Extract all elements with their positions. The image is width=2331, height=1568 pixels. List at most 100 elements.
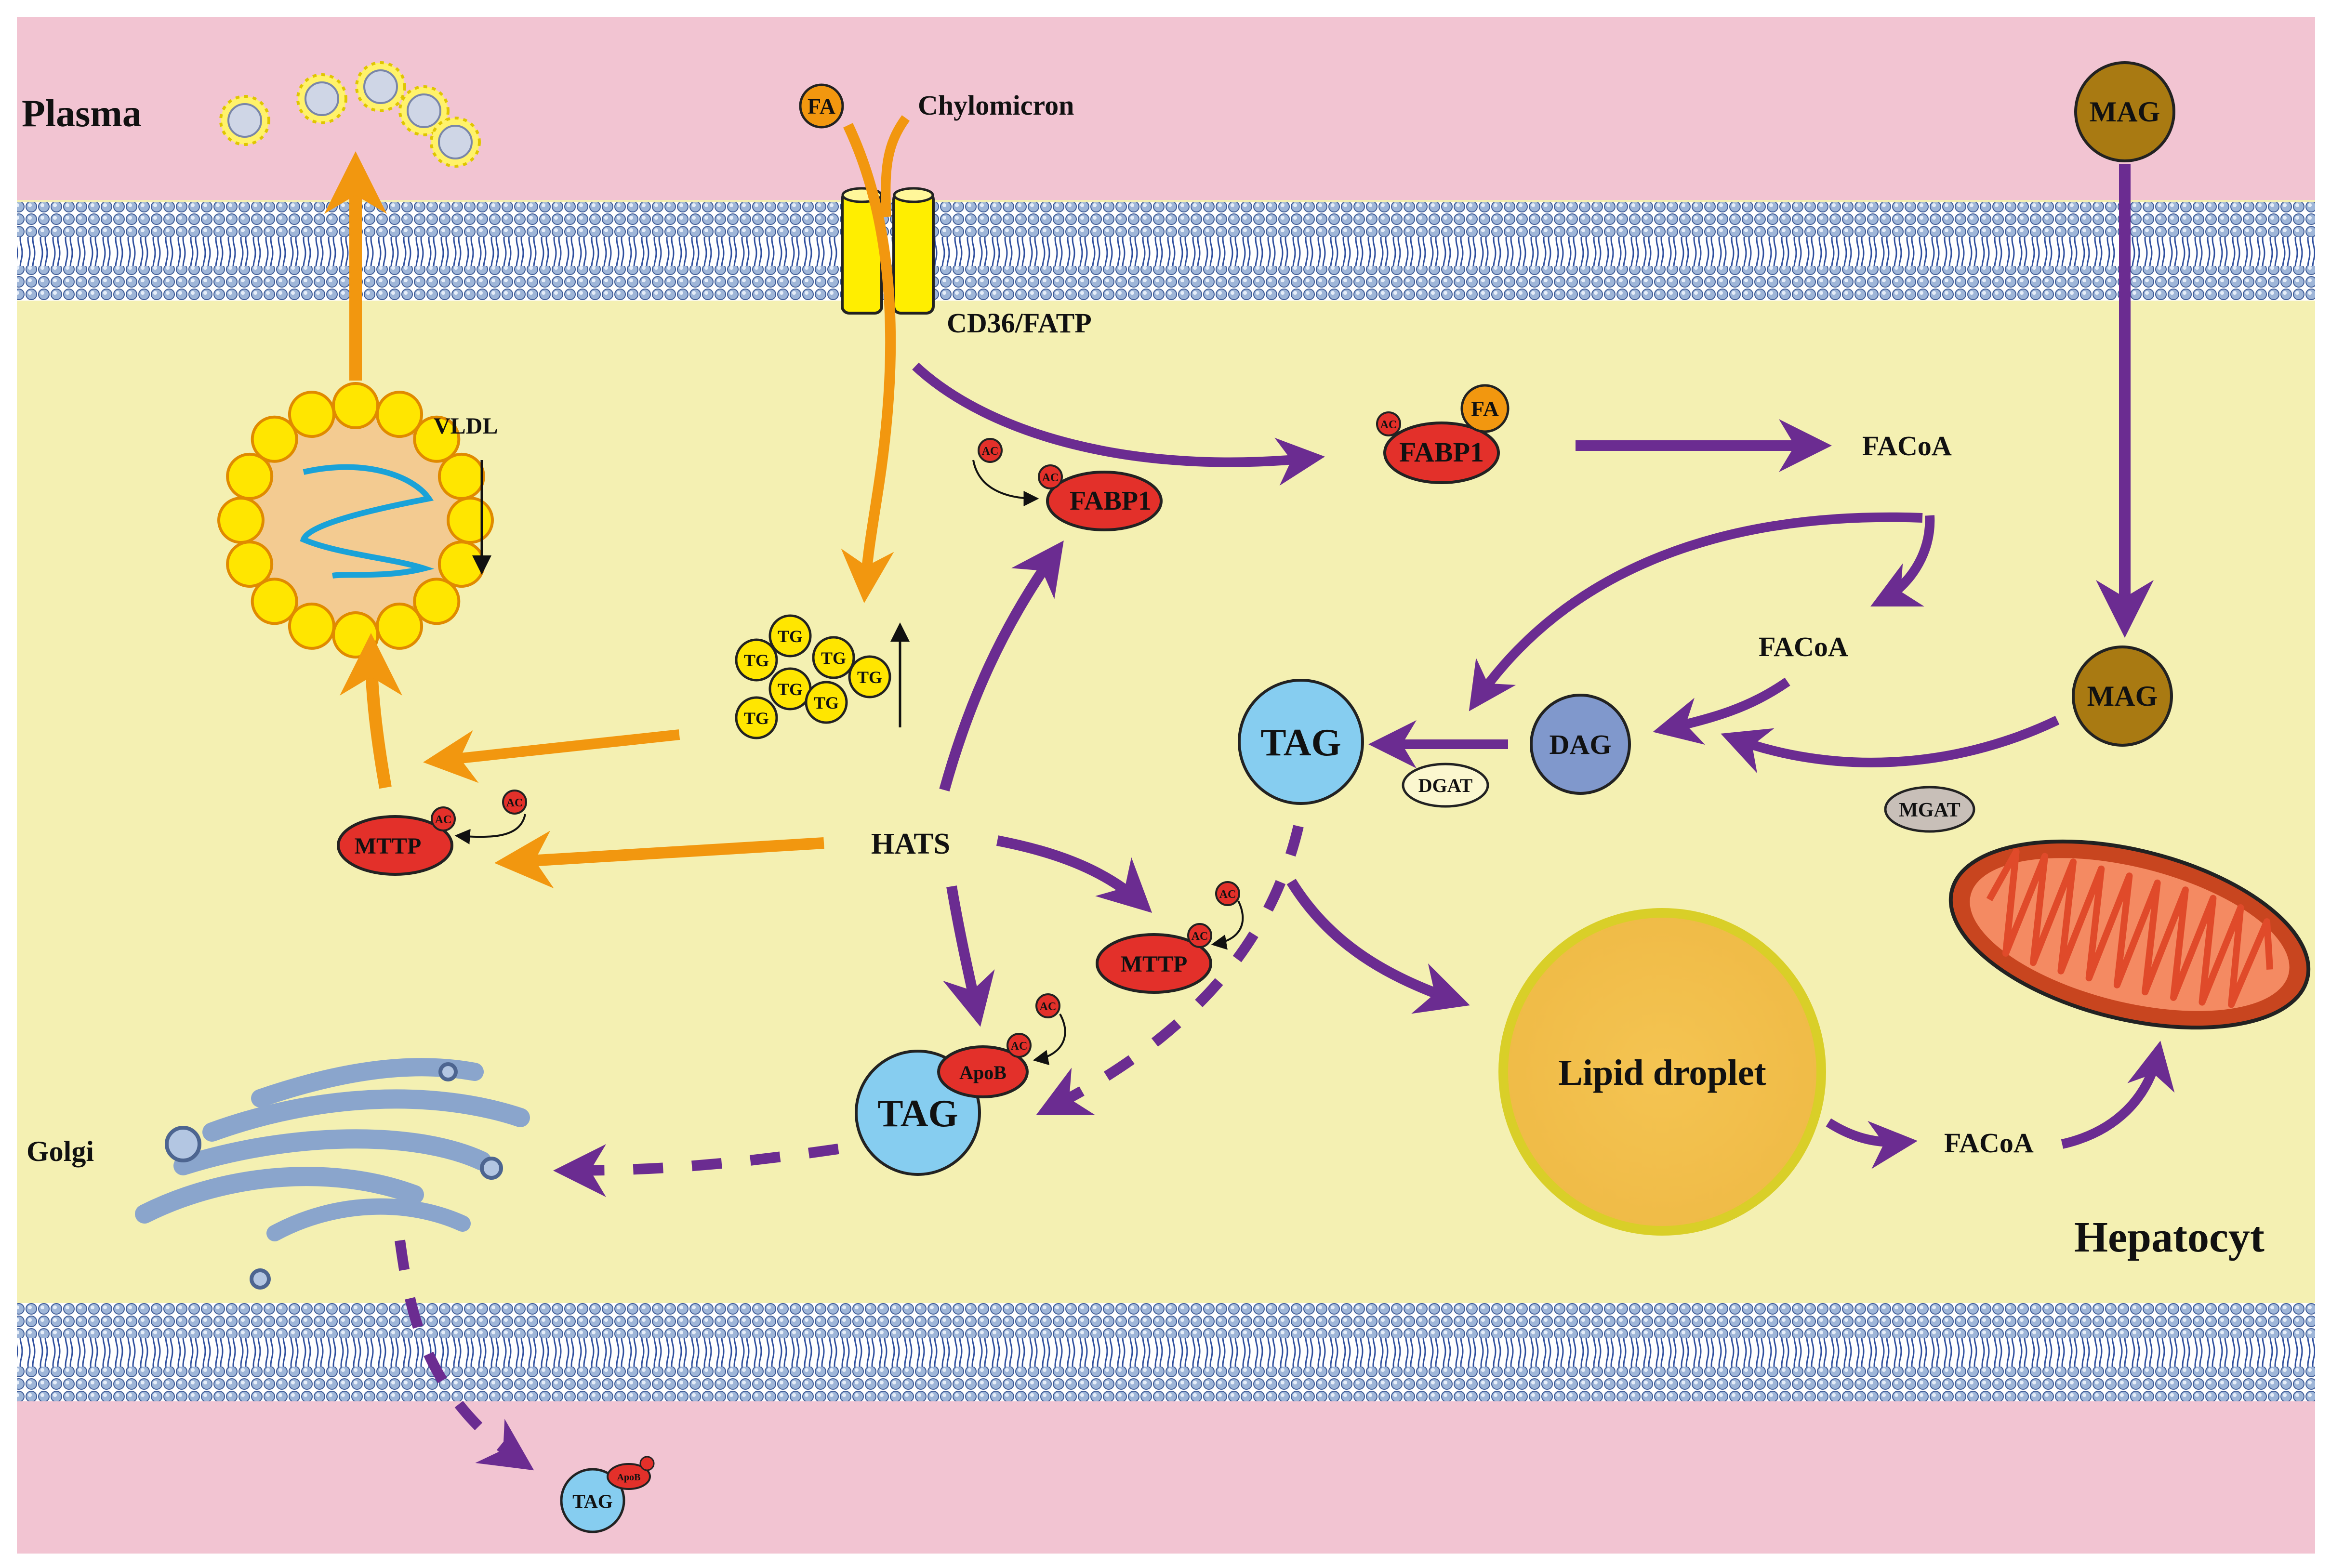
tg-circle	[812, 636, 855, 679]
tag-secreted-label: TAG	[572, 1490, 613, 1512]
tag-secreted-circle	[560, 1468, 625, 1533]
mttp-center-ac-bound-label: AC	[1192, 930, 1208, 943]
tag-to-apob-dashed-arrow	[1036, 825, 1304, 1115]
fabp1-fa-ac-label: AC	[1380, 419, 1397, 431]
golgi-apparatus	[135, 1058, 530, 1290]
vldl-surface-bead	[251, 415, 298, 463]
mttp-left-ac-free	[502, 790, 527, 815]
tg-label: TG	[857, 668, 882, 687]
tg-label: TG	[778, 680, 803, 699]
tg-circle	[805, 681, 848, 724]
lipid-droplet	[1498, 908, 1826, 1236]
dag-circle	[1530, 694, 1631, 795]
fabp1-ac-bound-label: AC	[1042, 472, 1059, 484]
fabp1-fa-complex	[1376, 384, 1510, 484]
tg-label: TG	[778, 627, 803, 646]
tag-apob-label: TAG	[877, 1093, 958, 1135]
vldl-label: VLDL	[434, 413, 498, 439]
tag-main-circle	[1238, 679, 1364, 805]
vldl-surface-bead	[226, 540, 274, 588]
mgat-enzyme	[1884, 786, 1975, 833]
mttp-left-ac-bound	[431, 806, 456, 831]
apob-small-protein	[607, 1463, 651, 1490]
lipid-droplet-label: Lipid droplet	[1558, 1053, 1766, 1093]
cd36-fatp-label: CD36/FATP	[947, 307, 1092, 339]
secreted-vldl-particles	[219, 61, 481, 168]
vldl-surface-bead	[376, 391, 424, 438]
vldl-surface-bead	[413, 578, 461, 625]
apob-small-label: ApoB	[617, 1472, 641, 1483]
fa-label: FA	[808, 94, 835, 119]
cd36-fatp-transporter	[841, 187, 935, 315]
fabp1-bound-label: FABP1	[1399, 436, 1484, 468]
apob-to-golgi-dashed-arrow	[553, 1144, 839, 1197]
hats-to-mttp-left-arrow	[494, 830, 824, 889]
fabp1-ac-free	[978, 438, 1003, 463]
tg-label: TG	[744, 651, 769, 670]
facoa-to-tag-arrow	[1469, 512, 1923, 712]
mttp-center	[1096, 933, 1212, 994]
fa-to-tg-arrow	[841, 123, 896, 603]
mttp-left-ac-bound-label: AC	[435, 814, 452, 826]
apob-ac-bound-label: AC	[1011, 1040, 1028, 1053]
tg-circle	[848, 655, 891, 698]
facoa-mito-label: FACoA	[1944, 1127, 2034, 1159]
plasma-membrane-top	[17, 202, 2315, 301]
tg-to-vldl-arrow	[423, 729, 680, 783]
fabp1-ac-free-label: AC	[982, 445, 999, 458]
vldl-surface-bead	[376, 602, 424, 650]
hepatocyte-label: Hepatocyt	[2074, 1213, 2265, 1261]
mttp-left-ac-free-label: AC	[506, 797, 523, 809]
mitochondrion	[1948, 839, 2311, 1030]
vldl-surface-bead	[437, 540, 485, 588]
apob-ac-free	[1035, 993, 1060, 1018]
fabp1-acetylated-label: FABP1	[1070, 486, 1152, 516]
hats-to-fabp1-arrow	[939, 540, 1064, 791]
facoa-branch-down-arrow	[1870, 515, 1935, 606]
fabp1-fa-label: FA	[1471, 396, 1499, 421]
mag-top-circle	[2074, 61, 2175, 162]
apob-acetylation-arrow	[1033, 1014, 1066, 1066]
fabp1-ac-bound	[1038, 464, 1063, 489]
mag-lower-label: MAG	[2087, 680, 2158, 712]
tg-label: TG	[814, 693, 839, 712]
tag-to-lipid-droplet-arrow	[1286, 879, 1470, 1014]
mttp-left-label: MTTP	[355, 833, 422, 859]
fa-to-fabp1-arrow	[912, 362, 1325, 486]
mttp-center-ac-free	[1215, 881, 1240, 906]
tg-circle	[735, 638, 778, 682]
chylomicron-label: Chylomicron	[918, 90, 1074, 121]
facoa-middle-label: FACoA	[1759, 631, 1848, 662]
hats-to-mttp-center-arrow	[996, 835, 1152, 913]
dag-label: DAG	[1550, 729, 1612, 760]
mag-top-label: MAG	[2090, 96, 2160, 128]
vldl-apob-strand	[300, 464, 435, 579]
plasma-region-top	[17, 17, 2315, 200]
dgat-label: DGAT	[1418, 775, 1473, 796]
vldl-surface-bead	[413, 415, 461, 463]
fa-circle	[799, 83, 844, 129]
chylomicron-curve	[881, 115, 910, 217]
apob-small-ac	[639, 1456, 655, 1471]
mgat-label: MGAT	[1899, 799, 1960, 821]
mag-lower-circle	[2072, 646, 2173, 747]
mttp-to-vldl-arrow	[340, 633, 403, 789]
apob-protein	[937, 1045, 1029, 1098]
vldl-surface-bead	[226, 452, 274, 500]
facoa-top-label: FACoA	[1862, 430, 1952, 461]
mttp-center-label: MTTP	[1121, 951, 1188, 977]
golgi-label: Golgi	[26, 1135, 94, 1167]
mttp-left-acetylation-arrow	[454, 814, 526, 844]
hats-to-apob-arrow	[943, 885, 995, 1027]
plasma-label: Plasma	[22, 92, 142, 135]
tg-label: TG	[744, 709, 769, 728]
apob-label: ApoB	[959, 1062, 1007, 1083]
facoa-to-mitochondria-arrow	[2061, 1041, 2175, 1149]
apob-ac-free-label: AC	[1040, 1001, 1057, 1013]
vldl-surface-bead	[332, 382, 379, 429]
vldl-surface-bead	[288, 391, 335, 438]
vldl-surface-bead	[288, 602, 335, 650]
vldl-surface-bead	[251, 578, 298, 625]
apob-ac-bound	[1007, 1033, 1032, 1058]
